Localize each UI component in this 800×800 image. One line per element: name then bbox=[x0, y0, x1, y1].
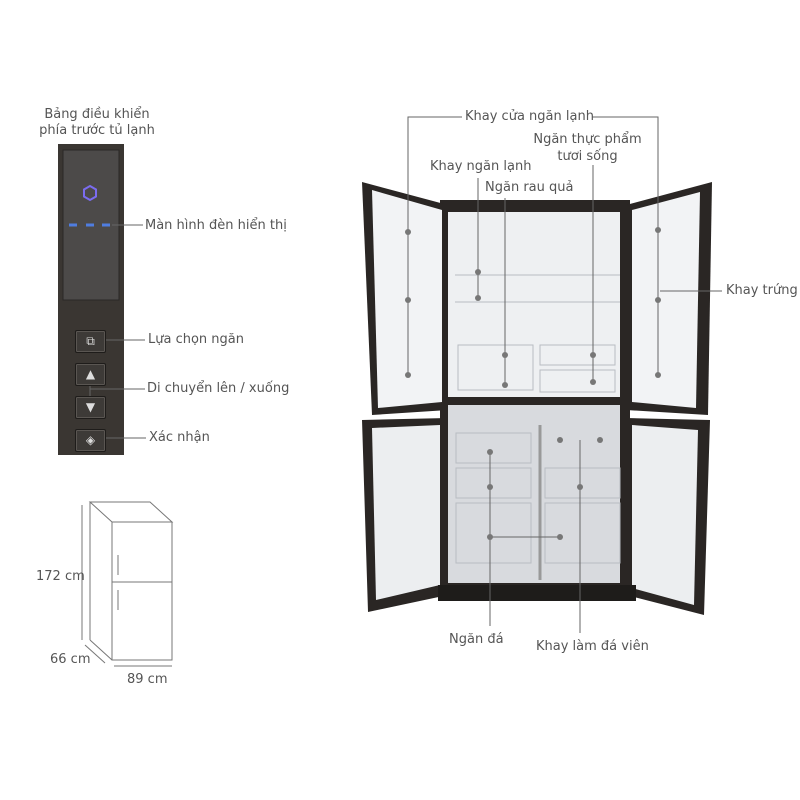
down-button[interactable]: ▼ bbox=[75, 396, 106, 419]
select-label: Lựa chọn ngăn bbox=[148, 332, 244, 347]
width-dimension: 89 cm bbox=[127, 672, 168, 687]
depth-dimension: 66 cm bbox=[50, 652, 91, 667]
up-button[interactable]: ▲ bbox=[75, 363, 106, 386]
display-label: Màn hình đèn hiển thị bbox=[145, 218, 287, 233]
triangle-up-icon: ▲ bbox=[85, 367, 96, 381]
confirm-button[interactable]: ◈ bbox=[75, 429, 106, 452]
fridge-shelf-label: Khay ngăn lạnh bbox=[430, 159, 532, 174]
callout-dots bbox=[405, 227, 661, 540]
panel-title-line1: Bảng điều khiển bbox=[44, 107, 150, 122]
select-compartment-button[interactable]: ⧉ bbox=[75, 330, 106, 353]
egg-tray-label: Khay trứng bbox=[726, 283, 798, 298]
fridge-image bbox=[362, 182, 712, 615]
triangle-down-icon: ▼ bbox=[85, 400, 96, 414]
move-label: Di chuyển lên / xuống bbox=[147, 381, 290, 396]
hexagon-icon bbox=[83, 184, 97, 202]
panel-title-line2: phía trước tủ lạnh bbox=[39, 123, 155, 138]
fresh-food-label-line1: Ngăn thực phẩm bbox=[533, 132, 642, 147]
freezer-label: Ngăn đá bbox=[449, 632, 504, 647]
copy-icon: ⧉ bbox=[86, 334, 95, 348]
fresh-food-label-line2: tươi sống bbox=[557, 149, 618, 164]
ice-tray-label: Khay làm đá viên bbox=[536, 639, 649, 654]
callout-lines bbox=[407, 116, 722, 633]
confirm-label: Xác nhận bbox=[149, 430, 210, 445]
vegetable-label: Ngăn rau quả bbox=[485, 180, 574, 195]
dimension-figure bbox=[81, 501, 174, 667]
diamond-icon: ◈ bbox=[85, 433, 96, 447]
door-tray-label: Khay cửa ngăn lạnh bbox=[465, 109, 594, 124]
height-dimension: 172 cm bbox=[36, 569, 85, 584]
